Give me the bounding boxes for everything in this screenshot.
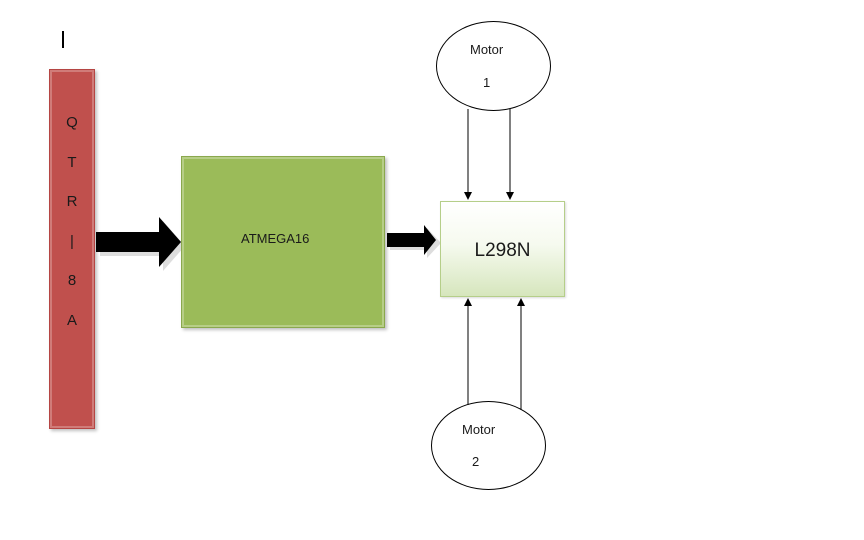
block-arrow-shape <box>96 217 181 267</box>
atmega16-label: ATMEGA16 <box>241 231 310 246</box>
motor-1-name: Motor <box>470 42 504 57</box>
text-cursor-mark <box>62 31 64 48</box>
l298n-label: L298N <box>474 240 531 261</box>
sensor-letter: A <box>66 311 77 329</box>
qtr-8a-sensor-block: Q T R | 8 A <box>49 69 95 429</box>
arrow-mcu-to-driver <box>387 225 441 258</box>
sensor-letter: T <box>67 153 77 171</box>
atmega16-block: ATMEGA16 <box>181 156 385 328</box>
motor-1-ellipse: Motor 1 <box>436 21 551 111</box>
motor-1-number: 1 <box>483 75 491 90</box>
motor-2-number: 2 <box>472 454 480 469</box>
sensor-letter: Q <box>66 114 78 131</box>
block-arrow-shape <box>387 225 436 255</box>
sensor-letter: | <box>70 232 74 250</box>
l298n-driver-block: L298N <box>440 201 565 297</box>
motor-2-ellipse: Motor 2 <box>431 401 546 490</box>
sensor-letter: R <box>66 193 78 210</box>
motor-2-name: Motor <box>462 422 496 437</box>
sensor-label-vertical: Q T R | 8 A <box>50 115 94 352</box>
arrow-sensor-to-mcu <box>96 217 185 271</box>
sensor-letter: 8 <box>67 272 77 289</box>
